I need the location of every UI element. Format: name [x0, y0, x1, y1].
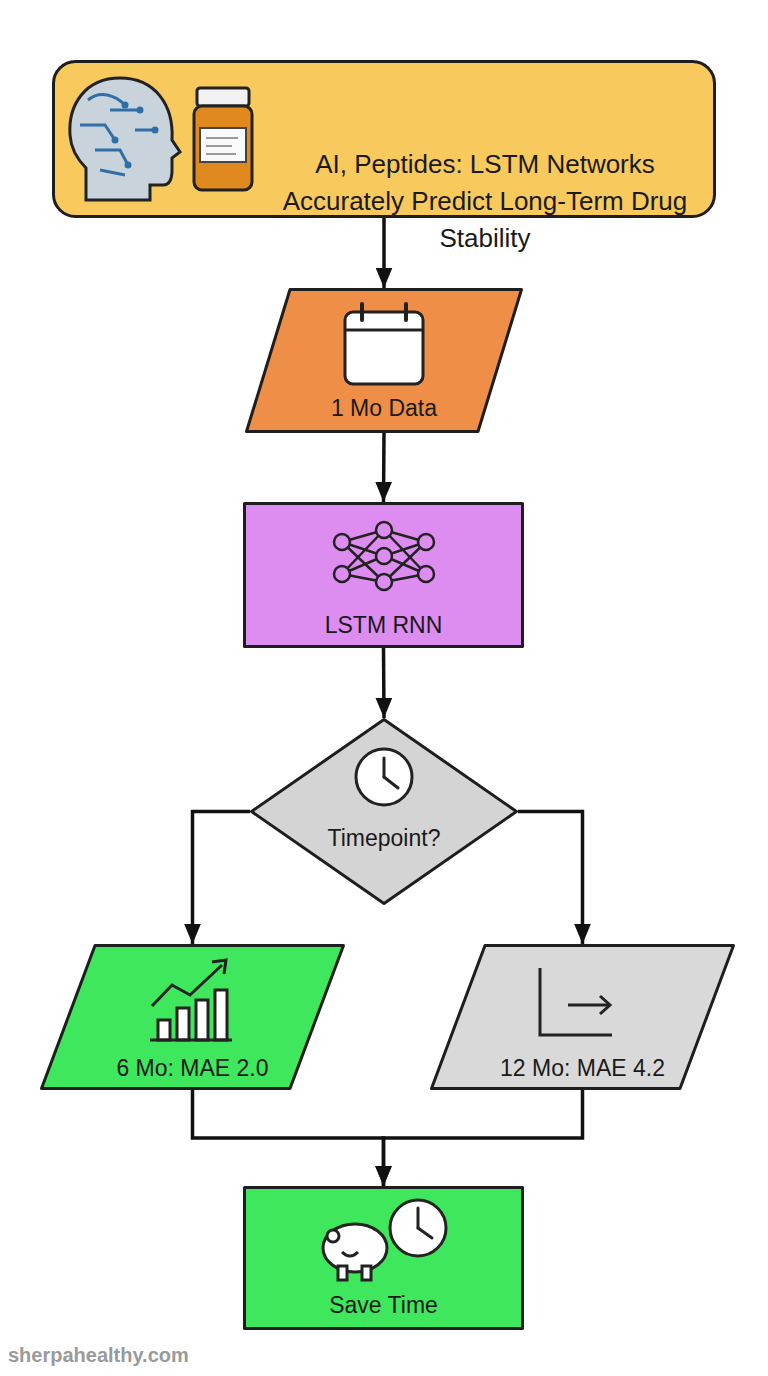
watermark: sherpahealthy.com — [8, 1344, 189, 1367]
node-label: Timepoint? — [250, 824, 518, 852]
node-label: AI, Peptides: LSTM Networks Accurately P… — [265, 146, 705, 257]
flow-arrow — [382, 218, 386, 288]
node-label: 1 Mo Data — [245, 394, 523, 422]
clock-icon — [356, 749, 412, 805]
decision-diamond: Timepoint? — [250, 718, 518, 905]
flow-arrow — [193, 1090, 384, 1186]
flow-arrow — [518, 812, 583, 945]
flow-arrow — [382, 433, 386, 502]
growth-chart-icon — [150, 960, 232, 1040]
savings-time-icon — [323, 1200, 446, 1280]
pill-bottle-icon — [194, 88, 252, 190]
output-data: 6 Mo: MAE 2.0 — [40, 944, 345, 1090]
node-label: 12 Mo: MAE 4.2 — [430, 1054, 735, 1082]
neural-network-icon — [334, 522, 434, 590]
title-box: AI, Peptides: LSTM Networks Accurately P… — [52, 60, 716, 218]
result-box: Save Time — [243, 1186, 524, 1330]
node-label: Save Time — [243, 1291, 524, 1319]
flow-arrow — [382, 648, 386, 718]
process-box: LSTM RNN — [243, 502, 524, 648]
flow-arrow — [384, 1090, 583, 1186]
node-label: LSTM RNN — [243, 611, 524, 639]
calendar-number: 1 — [345, 338, 423, 378]
flow-arrow — [193, 812, 251, 945]
output-data: 12 Mo: MAE 4.2 — [430, 944, 735, 1090]
input-data: 1 1 Mo Data — [245, 288, 523, 433]
node-label: 6 Mo: MAE 2.0 — [40, 1054, 345, 1082]
calendar-icon — [345, 304, 423, 384]
axis-arrow-icon — [540, 968, 612, 1035]
ai-head-icon — [70, 78, 180, 200]
decision-diamond-outline — [250, 718, 518, 905]
